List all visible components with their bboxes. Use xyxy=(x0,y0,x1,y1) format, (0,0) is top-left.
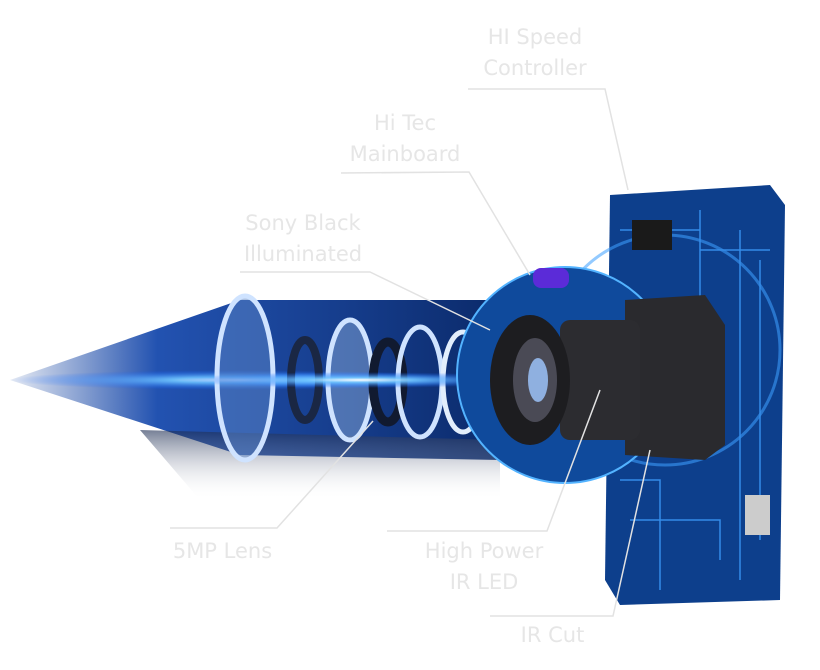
label-line: IR Cut xyxy=(520,623,585,647)
label-line: 5MP Lens xyxy=(172,539,273,563)
leader-lines xyxy=(170,88,651,617)
label-sony-black-illuminated: Sony Black Illuminated xyxy=(235,208,371,270)
label-line: IR LED xyxy=(449,570,519,594)
label-line: Mainboard xyxy=(349,142,461,166)
label-ir-cut: IR Cut xyxy=(515,620,590,651)
label-hi-speed-controller: HI Speed Controller xyxy=(470,22,600,84)
capacitor xyxy=(533,268,569,288)
label-5mp-lens: 5MP Lens xyxy=(165,536,280,567)
label-line: High Power xyxy=(424,539,544,563)
label-line: HI Speed xyxy=(487,25,583,49)
controller-chip xyxy=(632,220,672,250)
lens-housing xyxy=(625,295,725,460)
label-high-power-ir-led: High Power IR LED xyxy=(414,536,554,598)
label-line: Hi Tec xyxy=(373,111,437,135)
label-line: Sony Black xyxy=(245,211,361,235)
label-hi-tec-mainboard: Hi Tec Mainboard xyxy=(340,108,470,170)
label-line: Controller xyxy=(483,56,587,80)
label-line: Illuminated xyxy=(243,242,363,266)
